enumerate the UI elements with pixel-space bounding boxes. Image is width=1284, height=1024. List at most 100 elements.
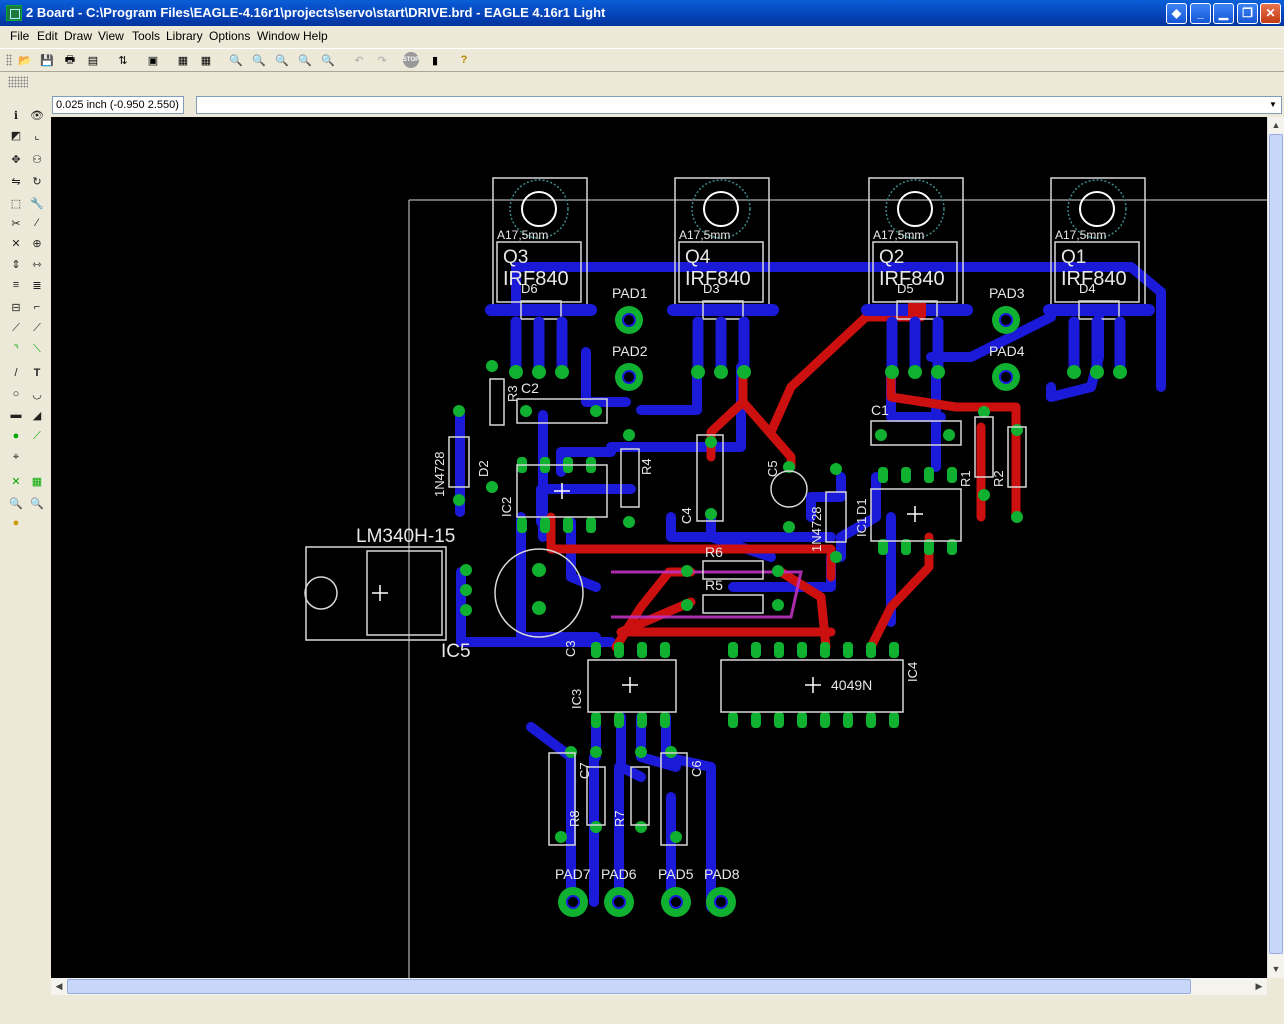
- minimize-button[interactable]: _: [1190, 3, 1211, 24]
- route-icon[interactable]: ⟋: [33, 321, 41, 334]
- cam-processor-icon[interactable]: ▤: [87, 54, 99, 67]
- wire-icon[interactable]: /: [14, 367, 18, 379]
- rect-icon[interactable]: ▬: [10, 409, 22, 421]
- lock-icon[interactable]: ≣: [32, 279, 42, 292]
- command-history-dropdown[interactable]: ▼: [1269, 100, 1277, 109]
- text-icon[interactable]: T: [33, 367, 41, 379]
- board-switch-icon[interactable]: ⇅: [118, 54, 128, 67]
- undo-icon[interactable]: ↶: [354, 54, 364, 67]
- label-c3: C3: [563, 640, 578, 657]
- ratsnest-icon[interactable]: ✕: [11, 475, 21, 488]
- ulp-icon[interactable]: ▦: [200, 54, 212, 67]
- ripup-icon[interactable]: ⌝: [13, 343, 19, 356]
- label-d2: D2: [476, 460, 491, 477]
- auto-icon[interactable]: ▦: [31, 475, 43, 488]
- value-icon[interactable]: ⇿: [32, 258, 42, 271]
- name-icon[interactable]: ⇕: [11, 258, 21, 271]
- open-icon[interactable]: 📂: [18, 54, 32, 67]
- menu-window[interactable]: Window: [257, 29, 300, 43]
- zoom-out-icon[interactable]: 🔍: [275, 54, 289, 67]
- delete-icon[interactable]: ✕: [11, 237, 21, 250]
- show-icon[interactable]: 👁: [30, 109, 44, 122]
- group-icon[interactable]: ⬚: [10, 197, 22, 210]
- title-bar: 2 Board - C:\Program Files\EAGLE-4.16r1\…: [0, 0, 1284, 26]
- horizontal-scroll-thumb[interactable]: [67, 979, 1191, 994]
- parameter-toolbar-grip[interactable]: [8, 76, 28, 88]
- board-canvas[interactable]: Q3 Q4 Q2 Q1 IRF840 IRF840 IRF840 IRF840 …: [51, 117, 1267, 978]
- scroll-right-icon[interactable]: ▶: [1255, 981, 1263, 991]
- miter-icon[interactable]: ⌐: [33, 301, 41, 313]
- label-c1: C1: [871, 402, 889, 418]
- signal-icon[interactable]: ⟋: [33, 429, 41, 442]
- label-r2: R2: [991, 470, 1006, 487]
- menu-help[interactable]: Help: [303, 29, 328, 43]
- move-icon[interactable]: ✥: [11, 153, 21, 166]
- smash-icon[interactable]: ≡: [12, 279, 20, 291]
- mark-icon[interactable]: ⌞: [34, 129, 40, 142]
- scroll-left-icon[interactable]: ◀: [55, 981, 63, 991]
- label-d4: D4: [1079, 281, 1096, 296]
- window-title: 2 Board - C:\Program Files\EAGLE-4.16r1\…: [26, 5, 606, 20]
- zoom-in-icon[interactable]: 🔍: [252, 54, 266, 67]
- copy-icon[interactable]: ⚇: [32, 153, 42, 166]
- optimize-icon[interactable]: ⟋: [12, 321, 20, 334]
- help-button[interactable]: ?: [460, 54, 468, 66]
- redraw-icon[interactable]: 🔍: [298, 54, 312, 67]
- split-icon[interactable]: ⊟: [11, 301, 21, 314]
- autorouter-icon[interactable]: ⟍: [33, 342, 41, 355]
- menu-tools[interactable]: Tools: [132, 29, 161, 43]
- label-lm340: LM340H-15: [356, 526, 455, 547]
- restore-pane-icon[interactable]: ◆: [1166, 3, 1187, 24]
- circle-icon[interactable]: ○: [12, 388, 20, 400]
- add-icon[interactable]: ⊕: [32, 237, 42, 250]
- maximize-button[interactable]: ❐: [1237, 3, 1258, 24]
- label-q1-part: IRF840: [1061, 268, 1127, 290]
- arc-icon[interactable]: ◡: [32, 388, 42, 401]
- hole-icon[interactable]: ⌖: [12, 450, 20, 463]
- minimize-window-button[interactable]: ▁: [1213, 3, 1234, 24]
- scroll-down-icon[interactable]: ▼: [1271, 964, 1281, 974]
- vertical-scrollbar[interactable]: ▲ ▼: [1267, 117, 1284, 978]
- via-icon[interactable]: ●: [12, 430, 20, 442]
- scroll-up-icon[interactable]: ▲: [1271, 120, 1281, 130]
- vertical-scroll-thumb[interactable]: [1269, 134, 1283, 954]
- stop-button[interactable]: STOP: [402, 51, 420, 69]
- menu-edit[interactable]: Edit: [37, 29, 58, 43]
- menu-options[interactable]: Options: [209, 29, 251, 43]
- info-icon[interactable]: ℹ: [13, 109, 19, 122]
- menu-view[interactable]: View: [98, 29, 124, 43]
- display-layers-icon[interactable]: ◩: [10, 129, 22, 142]
- mirror-icon[interactable]: ⇋: [11, 175, 21, 188]
- polygon-icon[interactable]: ◢: [32, 409, 42, 422]
- command-toolbar: ℹ 👁 ◩ ⌞ ✥ ⚇ ⇋ ↻ ⬚ 🔧 ✂ ⁄ ✕ ⊕ ⇕ ⇿ ≡ ≣ ⊟ ⌐ …: [0, 104, 50, 744]
- menu-draw[interactable]: Draw: [64, 29, 93, 43]
- label-r6: R6: [705, 544, 723, 560]
- library-icon[interactable]: ▣: [147, 54, 159, 67]
- zoom-fit-icon[interactable]: 🔍: [229, 54, 243, 67]
- drc-icon[interactable]: 🔍: [30, 497, 44, 510]
- erc-icon[interactable]: 🔍: [9, 497, 23, 510]
- script-icon[interactable]: ▦: [177, 54, 189, 67]
- errors-icon[interactable]: ●: [12, 517, 20, 529]
- change-icon[interactable]: 🔧: [30, 197, 44, 210]
- label-ic3: IC3: [569, 689, 584, 709]
- menu-library[interactable]: Library: [166, 29, 203, 43]
- go-icon[interactable]: ▮: [431, 54, 439, 67]
- redo-icon[interactable]: ↷: [377, 54, 387, 67]
- command-line-input[interactable]: ▼: [196, 96, 1282, 114]
- menu-file[interactable]: File: [10, 29, 30, 43]
- eagle-app-icon[interactable]: [6, 5, 22, 21]
- dip-pins: [517, 457, 957, 728]
- zoom-select-icon[interactable]: 🔍: [321, 54, 335, 67]
- label-ic4: IC4: [905, 662, 920, 682]
- print-icon[interactable]: 🖶: [64, 53, 76, 66]
- paste-icon[interactable]: ✂: [11, 217, 21, 230]
- save-icon[interactable]: 💾: [40, 54, 54, 67]
- label-c2: C2: [521, 380, 539, 396]
- horizontal-scrollbar[interactable]: ◀ ▶: [51, 978, 1267, 995]
- rotate-icon[interactable]: ↻: [32, 175, 42, 188]
- label-q2-part: IRF840: [879, 268, 945, 290]
- close-button[interactable]: ✕: [1260, 3, 1281, 24]
- delete-wire-icon[interactable]: ⁄: [36, 217, 38, 229]
- toolbar-grip[interactable]: [6, 54, 12, 66]
